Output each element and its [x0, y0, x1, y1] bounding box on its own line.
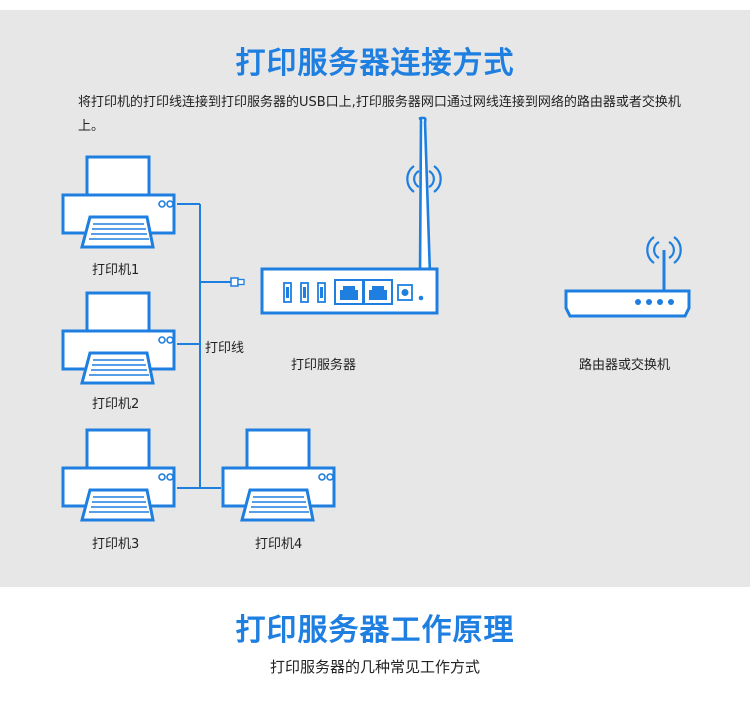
usb-plug-icon: [230, 277, 245, 287]
section-title-principle: 打印服务器工作原理: [235, 613, 515, 648]
connection-diagram: [61, 116, 691, 522]
router-icon: [564, 235, 691, 318]
printer-2-label: 打印机2: [92, 397, 140, 412]
print-cable-lines: [177, 203, 232, 489]
printer-3-label: 打印机3: [92, 537, 140, 552]
print-cable-label: 打印线: [205, 341, 245, 356]
connection-description: 将打印机的打印线连接到打印服务器的USB口上,打印服务器网口通过网线连接到网络的…: [78, 95, 681, 134]
printer-2-icon: [61, 291, 176, 385]
principle-subtitle: 打印服务器的几种常见工作方式: [269, 658, 480, 676]
printer-4-icon: [221, 428, 336, 522]
section-title-connection: 打印服务器连接方式: [235, 46, 515, 81]
printer-4-label: 打印机4: [255, 537, 303, 552]
printer-3-icon: [61, 428, 176, 522]
print-server-label: 打印服务器: [291, 358, 357, 373]
print-server-icon: [260, 116, 442, 315]
printer-1-icon: [61, 155, 176, 249]
router-label: 路由器或交换机: [579, 358, 671, 373]
printer-1-label: 打印机1: [92, 263, 140, 278]
